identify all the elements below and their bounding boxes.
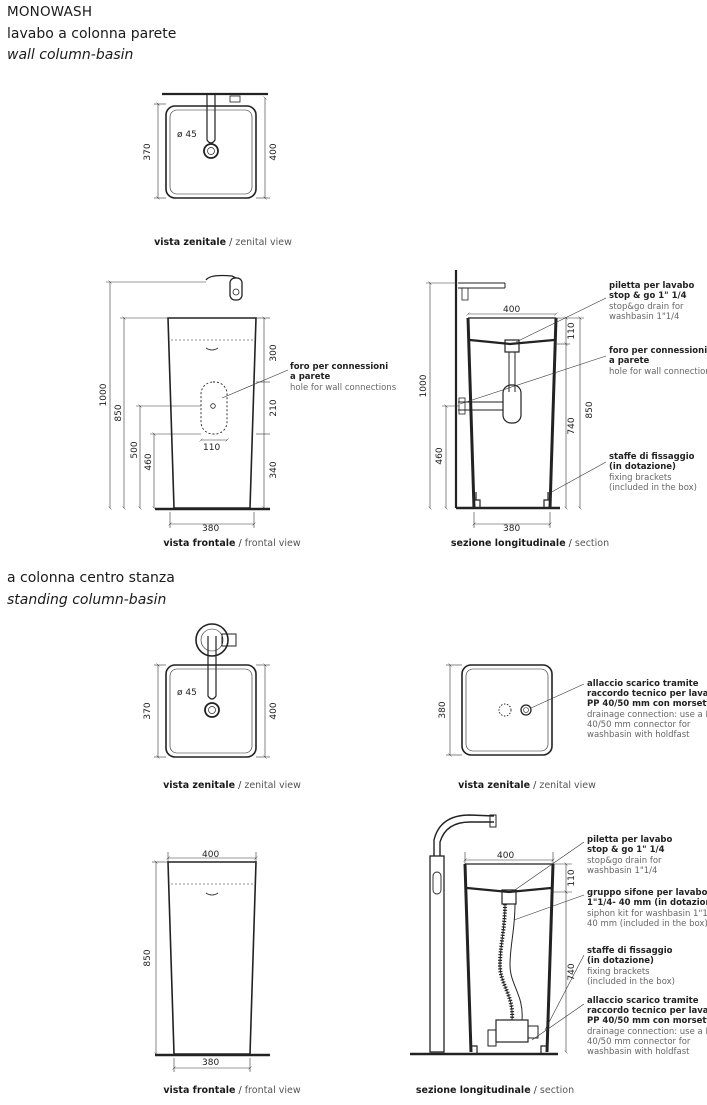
svg-text:allaccio scarico tramite: allaccio scarico tramite: [587, 679, 699, 689]
svg-text:gruppo sifone per lavabo: gruppo sifone per lavabo: [587, 888, 707, 898]
svg-text:1"1/4- 40 mm (in dotazione): 1"1/4- 40 mm (in dotazione): [587, 898, 707, 908]
svg-text:a parete: a parete: [290, 372, 331, 382]
stand-zenital-view: [446, 663, 585, 757]
dim-wall-frontal-1000: 1000: [99, 383, 109, 406]
dim-wall-section-460: 460: [435, 447, 445, 464]
dim-stand-zenital-380: 380: [438, 701, 448, 718]
dim-wall-zenital-400: 400: [269, 143, 279, 160]
svg-text:washbasin 1"1/4: washbasin 1"1/4: [587, 866, 657, 876]
svg-text:allaccio scarico tramite: allaccio scarico tramite: [587, 996, 699, 1006]
svg-text:hole for wall connections: hole for wall connections: [609, 367, 707, 377]
wall-frontal-view: [106, 274, 289, 528]
note-stand-brackets: staffe di fissaggio (in dotazione) fixin…: [587, 946, 675, 987]
svg-text:(included in the box): (included in the box): [587, 977, 675, 987]
svg-text:(in dotazione): (in dotazione): [609, 462, 676, 472]
note-stand-drain: piletta per lavabo stop & go 1" 1/4 stop…: [587, 835, 673, 876]
caption-stand-frontal: vista frontale / frontal view: [163, 1085, 301, 1096]
wall-section-subtitle: wall column-basin: [7, 47, 134, 63]
note-wall-brackets: staffe di fissaggio (in dotazione) fixin…: [609, 452, 697, 493]
svg-text:staffe di fissaggio: staffe di fissaggio: [587, 946, 673, 956]
caption-stand-zenital: vista zenitale / zenital view: [458, 780, 596, 791]
svg-text:stop&go drain for: stop&go drain for: [609, 302, 684, 312]
svg-text:a parete: a parete: [609, 356, 650, 366]
dim-stand-zenital-d45: ø 45: [177, 688, 197, 698]
wall-section-title: lavabo a colonna parete: [7, 26, 177, 42]
svg-text:fixing brackets: fixing brackets: [609, 473, 672, 483]
dim-stand-section-400: 400: [497, 851, 514, 861]
dim-wall-frontal-850: 850: [114, 404, 124, 421]
brand-name: MONOWASH: [7, 4, 93, 20]
svg-text:40 mm (included in the box): 40 mm (included in the box): [587, 919, 707, 929]
svg-text:drainage connection: use a PP: drainage connection: use a PP: [587, 1027, 707, 1037]
svg-text:40/50 mm connector for: 40/50 mm connector for: [587, 1037, 691, 1047]
svg-text:washbasin with holdfast: washbasin with holdfast: [587, 730, 690, 740]
wall-zenital-view: [154, 92, 270, 200]
dim-stand-section-740: 740: [567, 963, 577, 980]
svg-text:drainage connection: use a PP: drainage connection: use a PP: [587, 710, 707, 720]
svg-text:stop&go drain for: stop&go drain for: [587, 856, 662, 866]
svg-text:piletta per lavabo: piletta per lavabo: [587, 835, 673, 845]
wall-section-view: [426, 270, 607, 528]
svg-text:washbasin with holdfast: washbasin with holdfast: [587, 1047, 690, 1057]
svg-text:40/50 mm connector for: 40/50 mm connector for: [587, 720, 691, 730]
dim-wall-frontal-110: 110: [203, 443, 220, 453]
stand-frontal-view: [152, 852, 270, 1072]
standing-section-title: a colonna centro stanza: [7, 570, 175, 586]
stand-zenital-tap-view: [154, 623, 270, 759]
svg-text:stop & go 1" 1/4: stop & go 1" 1/4: [587, 845, 665, 855]
svg-text:PP 40/50 mm con morsetto: PP 40/50 mm con morsetto: [587, 699, 707, 709]
note-wall-connections: foro per connessioni a parete hole for w…: [290, 362, 397, 393]
caption-wall-section: sezione longitudinale / section: [450, 538, 610, 549]
dim-wall-section-850: 850: [585, 401, 595, 418]
svg-text:siphon kit for washbasin 1"1/4: siphon kit for washbasin 1"1/4-: [587, 909, 707, 919]
dim-wall-section-1000: 1000: [419, 374, 429, 397]
note-stand-siphon: gruppo sifone per lavabo 1"1/4- 40 mm (i…: [587, 888, 707, 929]
dim-stand-zenital-400: 400: [269, 702, 279, 719]
svg-text:(in dotazione): (in dotazione): [587, 956, 654, 966]
dim-wall-section-110: 110: [567, 322, 577, 339]
dim-wall-zenital-370: 370: [143, 143, 153, 160]
dim-wall-frontal-380: 380: [202, 524, 219, 534]
svg-text:piletta per lavabo: piletta per lavabo: [609, 281, 695, 291]
dim-wall-frontal-500: 500: [130, 441, 140, 458]
dim-stand-frontal-850: 850: [143, 949, 153, 966]
dim-wall-frontal-210: 210: [269, 399, 279, 416]
dim-wall-frontal-340: 340: [269, 461, 279, 478]
svg-text:raccordo tecnico per lavabo in: raccordo tecnico per lavabo in: [587, 689, 707, 699]
dim-wall-section-740: 740: [567, 417, 577, 434]
dim-stand-frontal-380: 380: [202, 1058, 219, 1068]
svg-text:stop & go 1" 1/4: stop & go 1" 1/4: [609, 291, 687, 301]
caption-stand-zenital-tap: vista zenitale / zenital view: [163, 780, 301, 791]
standing-section-subtitle: standing column-basin: [7, 592, 167, 608]
svg-text:staffe di fissaggio: staffe di fissaggio: [609, 452, 695, 462]
note-stand-drainage-top: allaccio scarico tramite raccordo tecnic…: [587, 679, 707, 740]
svg-text:PP 40/50 mm con morsetto: PP 40/50 mm con morsetto: [587, 1016, 707, 1026]
caption-wall-frontal: vista frontale / frontal view: [163, 538, 301, 549]
note-wall-section-connections: foro per connessioni a parete hole for w…: [609, 346, 707, 377]
dim-stand-zenital-370: 370: [143, 702, 153, 719]
note-stand-drainage: allaccio scarico tramite raccordo tecnic…: [587, 996, 707, 1057]
svg-text:foro per connessioni: foro per connessioni: [290, 362, 388, 372]
svg-text:(included in the box): (included in the box): [609, 483, 697, 493]
dim-stand-section-110: 110: [567, 869, 577, 886]
caption-wall-zenital: vista zenitale / zenital view: [154, 237, 292, 248]
svg-text:washbasin 1"1/4: washbasin 1"1/4: [609, 312, 679, 322]
dim-stand-frontal-400: 400: [202, 850, 219, 860]
note-wall-drain: piletta per lavabo stop & go 1" 1/4 stop…: [609, 281, 695, 322]
dim-wall-frontal-300: 300: [269, 344, 279, 361]
dim-wall-section-400: 400: [503, 305, 520, 315]
dim-wall-zenital-d45: ø 45: [177, 130, 197, 140]
stand-section-view: [410, 814, 585, 1056]
svg-text:raccordo tecnico per lavabo in: raccordo tecnico per lavabo in: [587, 1006, 707, 1016]
dim-wall-section-380: 380: [503, 524, 520, 534]
caption-stand-section: sezione longitudinale / section: [415, 1085, 575, 1096]
svg-text:hole for wall connections: hole for wall connections: [290, 383, 397, 393]
svg-text:fixing brackets: fixing brackets: [587, 967, 650, 977]
svg-text:foro per connessioni: foro per connessioni: [609, 346, 707, 356]
dim-wall-frontal-460: 460: [144, 453, 154, 470]
